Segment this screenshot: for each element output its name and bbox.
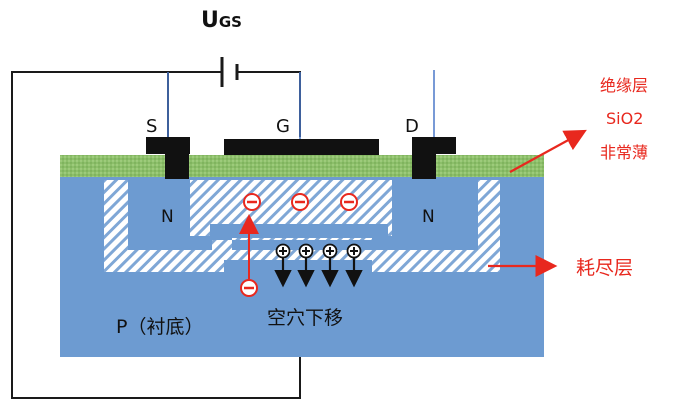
- source-label: S: [146, 116, 157, 137]
- depletion-label: 耗尽层: [576, 257, 633, 279]
- gate-wire: [238, 71, 301, 137]
- gate-electrode: [224, 139, 379, 155]
- ugs-label: UGS: [201, 8, 242, 33]
- hole-charges: [274, 243, 363, 288]
- insulator-pointer-arrow: [509, 129, 587, 173]
- gate-label: G: [276, 116, 290, 137]
- insulator-label-line2: SiO2: [606, 109, 643, 128]
- sio2-oxide-layer: [60, 155, 544, 177]
- insulator-label-line1: 绝缘层: [600, 76, 648, 95]
- holes-move-label: 空穴下移: [267, 307, 343, 329]
- insulator-label-line3: 非常薄: [600, 143, 648, 162]
- n-left-label: N: [161, 207, 174, 227]
- n-region-left: [128, 180, 208, 250]
- n-region-right: [392, 180, 478, 250]
- source-plug: [165, 137, 189, 179]
- n-right-label: N: [422, 207, 435, 227]
- substrate-label: P（衬底）: [116, 316, 203, 338]
- drain-plug: [412, 137, 436, 179]
- drain-label: D: [405, 116, 419, 137]
